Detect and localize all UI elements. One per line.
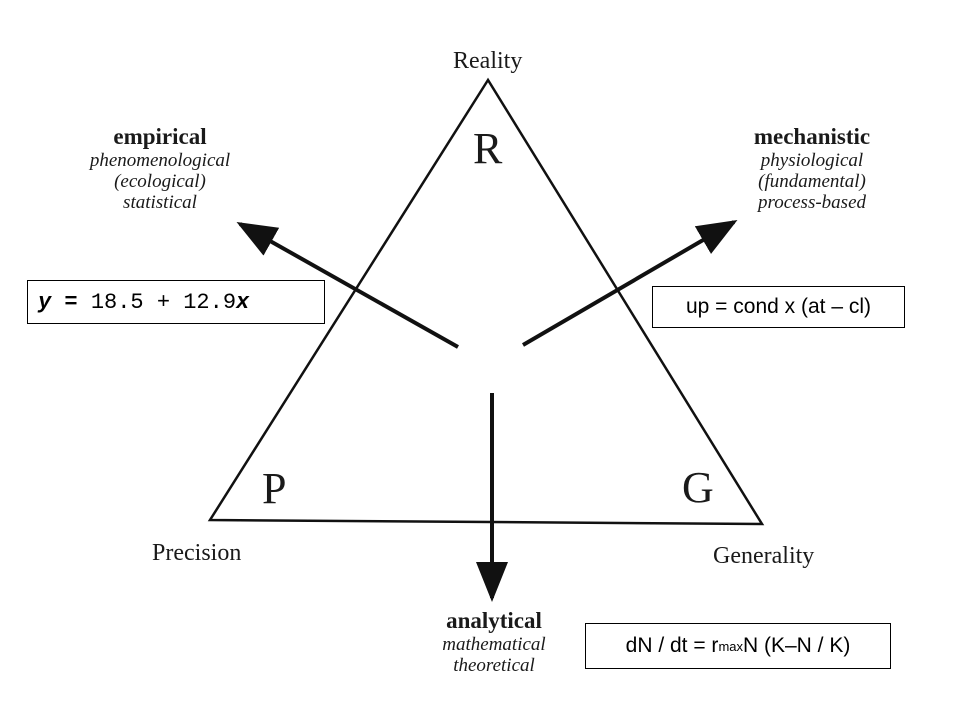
arrow-to-empirical xyxy=(236,222,459,349)
category-subtitle: process-based xyxy=(758,192,866,214)
vertex-letter-p: P xyxy=(262,464,287,513)
equation-equals: = xyxy=(51,289,91,315)
equation-subscript: max xyxy=(718,638,743,654)
category-subtitle: statistical xyxy=(123,192,197,214)
triangle-outline xyxy=(207,77,765,526)
arrow-to-mechanistic xyxy=(521,219,738,347)
category-subtitle: mathematical xyxy=(442,633,546,655)
mechanistic-equation-box: up = cond x (at – cl) xyxy=(652,286,905,328)
vertex-label-reality: Reality xyxy=(453,48,523,74)
equation-suffix: N (K–N / K) xyxy=(743,634,851,657)
equation-variable-y: y xyxy=(38,289,52,315)
category-title: empirical xyxy=(113,124,207,149)
vertex-letter-g: G xyxy=(682,463,714,512)
category-empirical: empirical phenomenological (ecological) … xyxy=(60,124,260,214)
category-subtitle: (fundamental) xyxy=(758,171,866,193)
vertex-label-generality: Generality xyxy=(713,543,815,569)
category-analytical: analytical mathematical theoretical xyxy=(412,608,576,676)
category-subtitle: physiological xyxy=(760,149,864,171)
equation-variable-x: x xyxy=(236,289,250,315)
vertex-label-precision: Precision xyxy=(152,540,242,566)
category-subtitle: phenomenological xyxy=(89,149,231,171)
category-title: analytical xyxy=(446,608,542,633)
equation-prefix: dN / dt = r xyxy=(625,634,719,657)
category-subtitle: theoretical xyxy=(453,655,535,677)
vertex-letter-r: R xyxy=(473,124,503,173)
equation-body: 18.5 + 12.9 xyxy=(90,289,237,315)
category-subtitle: (ecological) xyxy=(114,171,206,193)
equation-text: up = cond x (at – cl) xyxy=(685,295,871,318)
category-mechanistic: mechanistic physiological (fundamental) … xyxy=(717,124,907,214)
category-title: mechanistic xyxy=(753,124,871,149)
